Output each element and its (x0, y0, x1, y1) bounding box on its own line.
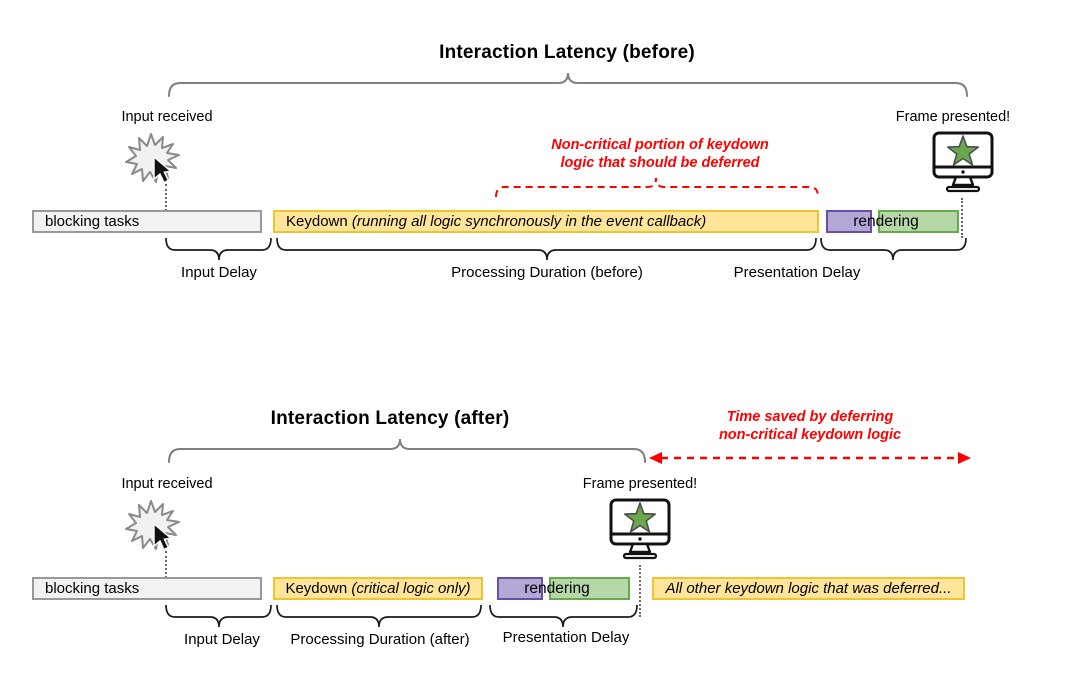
time-saved-dashed-arrow (649, 452, 971, 464)
before-red-annotation-line1: Non-critical portion of keydown (551, 137, 769, 153)
after-blocking-tasks-bar: blocking tasks (32, 577, 262, 600)
after-title: Interaction Latency (after) (270, 408, 510, 429)
after-style-layout-bar (497, 577, 543, 600)
before-frame-presented-label: Frame presented! (895, 109, 1011, 125)
before-span-brace (168, 72, 968, 97)
input-time-dotted-line (165, 551, 167, 578)
after-span-brace (168, 438, 646, 463)
before-duration-braces (165, 237, 967, 261)
after-red-annotation-line2: non-critical keydown logic (718, 427, 902, 443)
star-icon (624, 502, 656, 533)
frame-time-dotted-line (639, 565, 641, 617)
cursor-icon (153, 155, 173, 184)
input-time-dotted-line (165, 184, 167, 211)
click-starburst-icon (125, 500, 180, 551)
after-input-received-label: Input received (121, 476, 213, 492)
before-presentation-delay-label: Presentation Delay (733, 264, 861, 281)
before-style-layout-bar (826, 210, 872, 233)
after-paint-bar (549, 577, 630, 600)
deferred-keydown-bar: All other keydown logic that was deferre… (652, 577, 965, 600)
monitor-star-icon (609, 498, 671, 560)
cursor-icon (153, 522, 173, 551)
after-blocking-tasks-text: blocking tasks (45, 580, 140, 597)
before-input-received-label: Input received (121, 109, 213, 125)
before-red-annotation: Non-critical portion of keydown logic th… (500, 136, 820, 172)
after-red-annotation: Time saved by deferring non-critical key… (650, 408, 970, 444)
after-duration-braces (165, 604, 638, 628)
star-icon (947, 135, 979, 166)
before-red-annotation-line2: logic that should be deferred (560, 155, 760, 171)
after-presentation-delay-label: Presentation Delay (502, 629, 630, 646)
frame-time-dotted-line (961, 198, 963, 238)
monitor-star-icon (932, 131, 994, 193)
after-frame-presented-label: Frame presented! (582, 476, 698, 492)
before-blocking-tasks-text: blocking tasks (45, 213, 140, 230)
before-keydown-italic-text: (running all logic synchronously in the … (351, 213, 707, 230)
deferred-keydown-text: All other keydown logic that was deferre… (665, 580, 952, 597)
before-input-delay-label: Input Delay (181, 264, 257, 281)
after-keydown-italic-text: (critical logic only) (351, 580, 471, 597)
before-processing-duration-label: Processing Duration (before) (451, 264, 643, 281)
after-rendering-label: rendering (524, 580, 590, 597)
non-critical-dashed-brace (495, 177, 819, 198)
after-input-delay-label: Input Delay (184, 631, 260, 648)
click-starburst-icon (125, 133, 180, 184)
after-keydown-text: Keydown (285, 580, 352, 597)
before-title: Interaction Latency (before) (439, 42, 695, 63)
before-keydown-text: Keydown (286, 213, 352, 230)
before-paint-bar (878, 210, 959, 233)
before-keydown-bar: Keydown (running all logic synchronously… (273, 210, 819, 233)
after-red-annotation-line1: Time saved by deferring (726, 409, 894, 425)
before-blocking-tasks-bar: blocking tasks (32, 210, 262, 233)
before-rendering-label: rendering (853, 213, 919, 230)
after-keydown-bar: Keydown (critical logic only) (273, 577, 483, 600)
after-processing-duration-label: Processing Duration (after) (290, 631, 470, 648)
